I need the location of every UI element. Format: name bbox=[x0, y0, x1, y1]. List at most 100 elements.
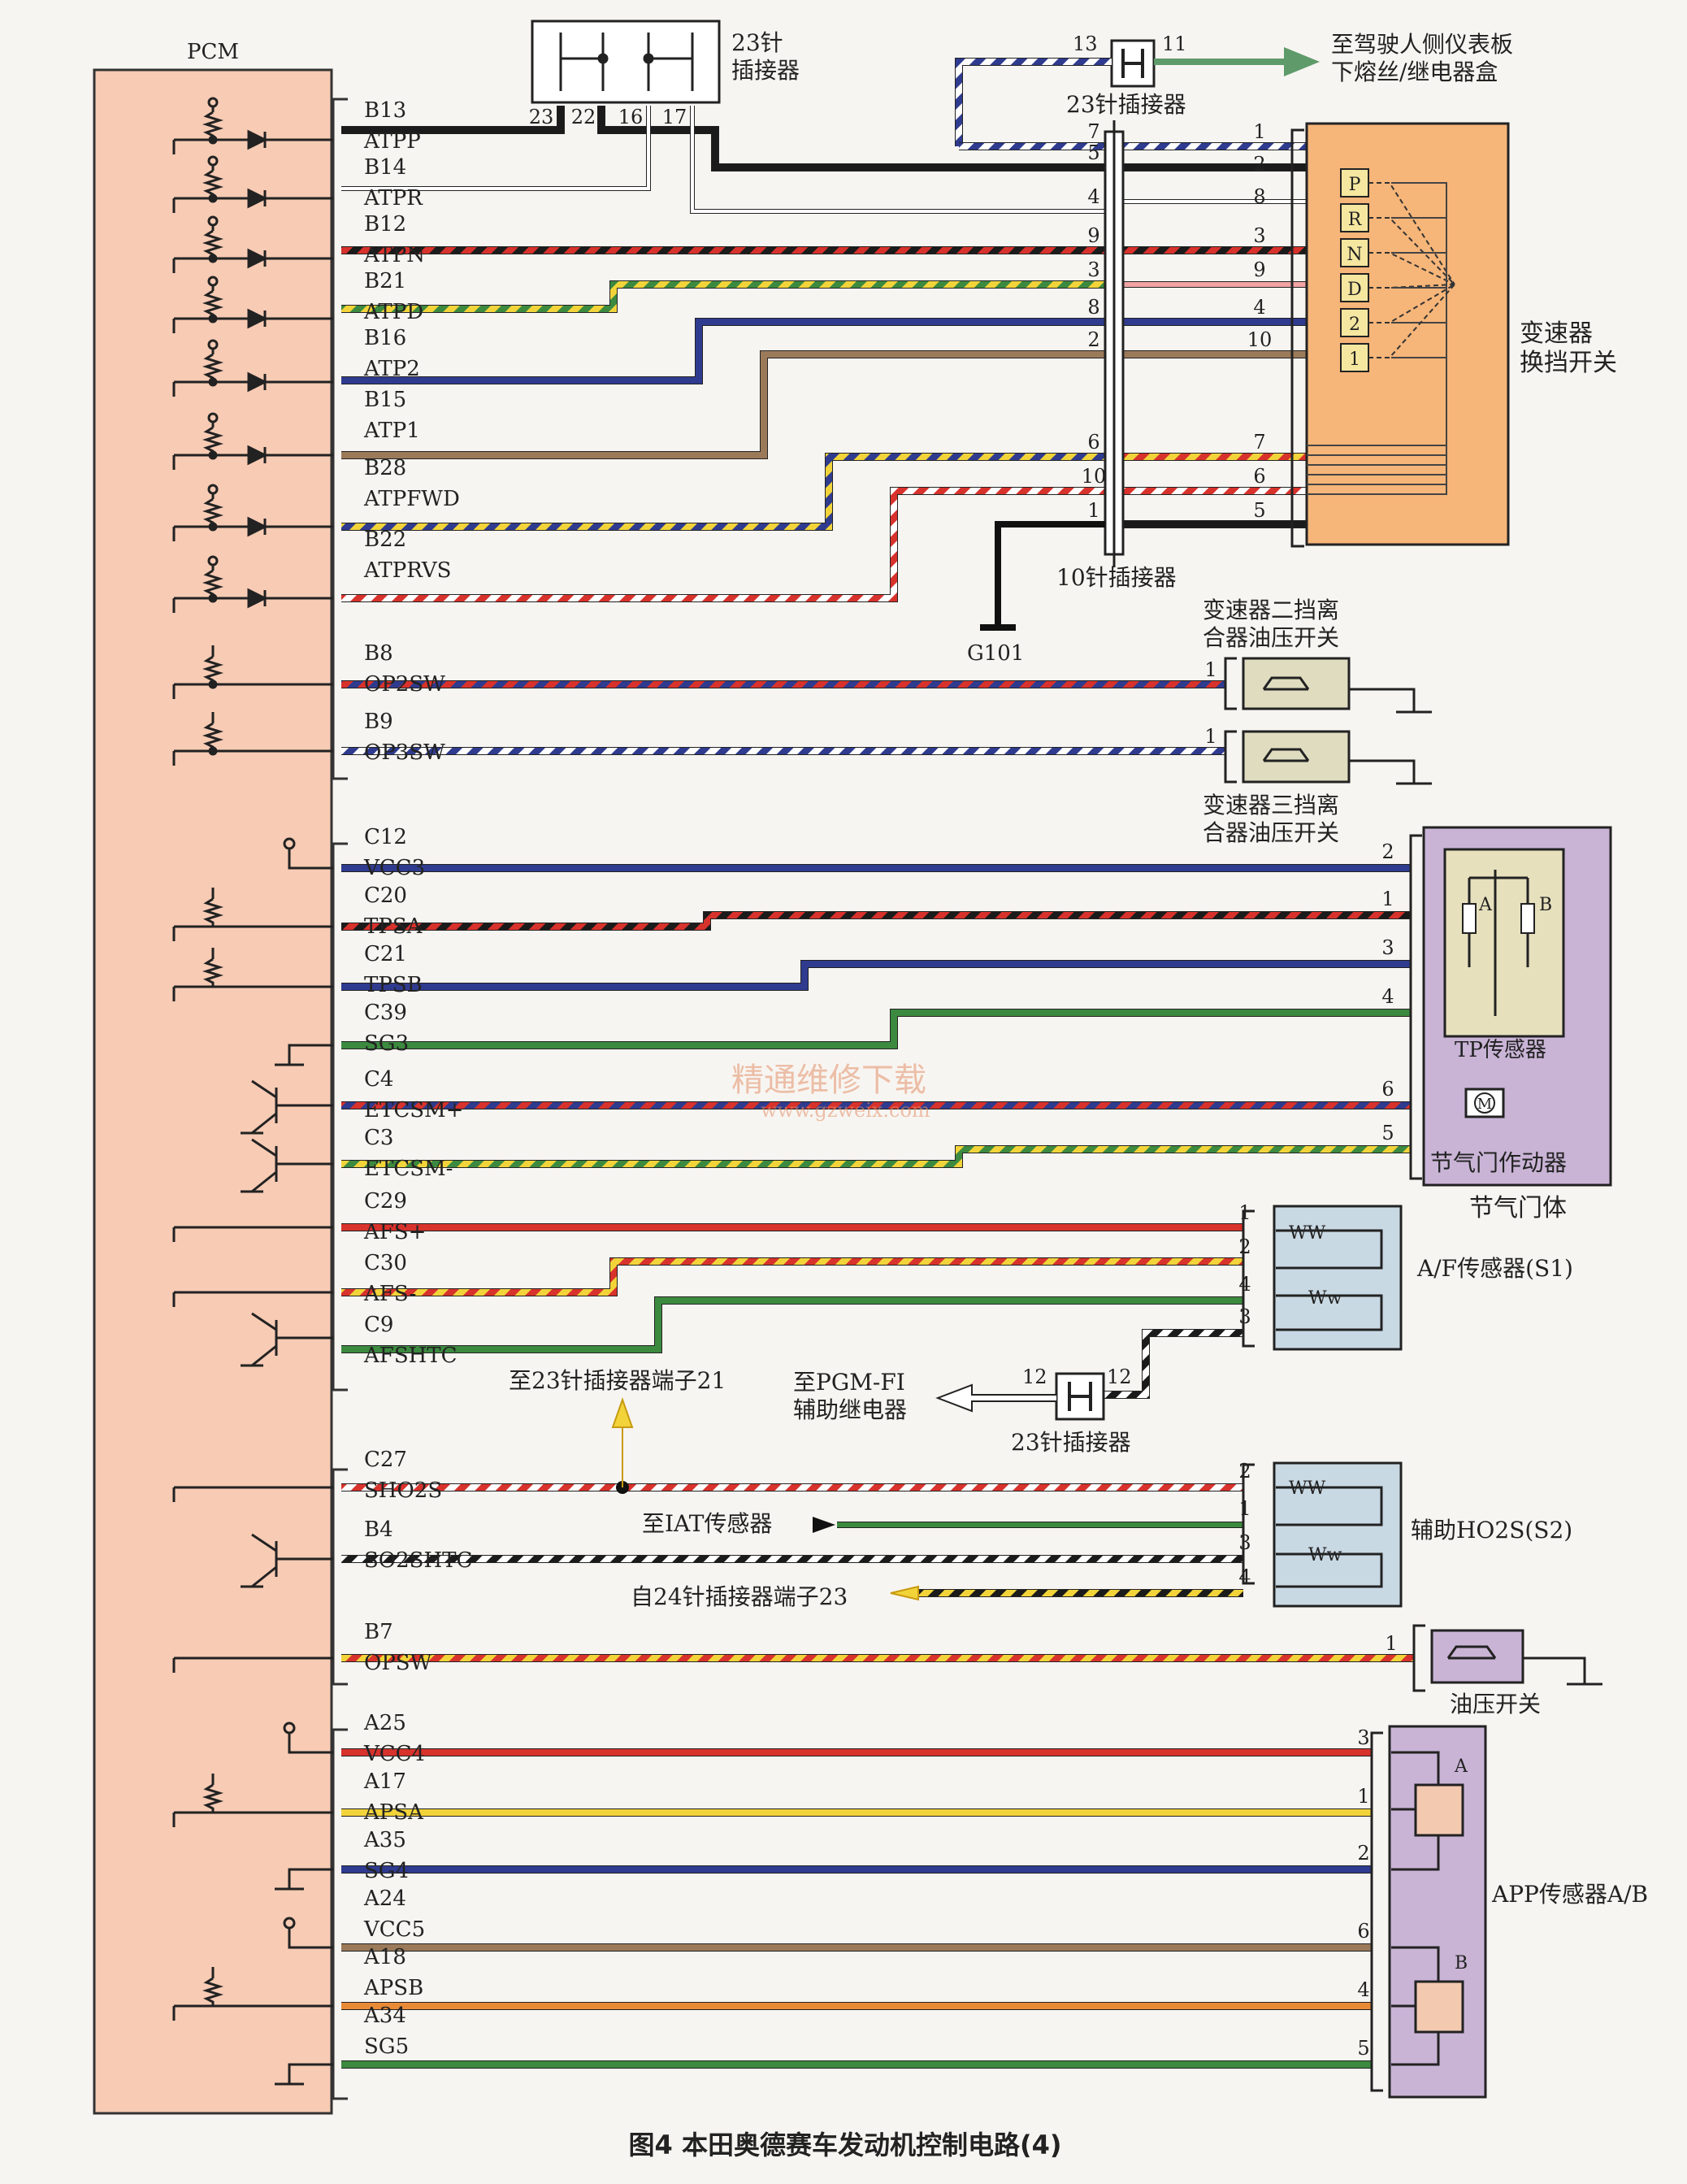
shift-position-r: R bbox=[1348, 210, 1363, 230]
shift-terminal: 8 bbox=[1253, 185, 1265, 208]
pin-a18: A18 bbox=[363, 1945, 406, 1969]
watermark-line2: www.gzweix.com bbox=[761, 1099, 930, 1122]
pcm-brackets bbox=[332, 98, 348, 2100]
pcm-junction bbox=[208, 314, 218, 323]
wire-b15-outline bbox=[341, 350, 1105, 459]
pcm-resistor-icon bbox=[202, 229, 224, 258]
pcm-junction bbox=[208, 522, 218, 532]
pcm-label: PCM bbox=[187, 40, 239, 64]
note-to-c23-21: 至23针插接器端子21 bbox=[509, 1367, 726, 1394]
shift-position-1: 1 bbox=[1349, 350, 1360, 370]
shift-switch-label: 变速器换挡开关 bbox=[1520, 319, 1617, 377]
signal-tpsa: TPSA bbox=[364, 914, 423, 939]
throttle-body: A B TP传感器 M 节气门作动器 节气门体 bbox=[1409, 826, 1612, 1222]
pin-b9: B9 bbox=[364, 710, 393, 734]
pcm-diode-icon bbox=[247, 308, 268, 329]
pcm-resistor-icon bbox=[202, 111, 224, 140]
pin-c12: C12 bbox=[364, 825, 407, 849]
c23-lower-pin-right: 12 bbox=[1107, 1366, 1132, 1388]
pin-b8: B8 bbox=[364, 641, 393, 666]
ho2s-terminal: 3 bbox=[1238, 1531, 1251, 1554]
c10-terminal: 10 bbox=[1082, 465, 1107, 488]
pcm-resistor-icon bbox=[202, 655, 224, 684]
wire-b28 bbox=[341, 454, 1105, 530]
shift-contact-line bbox=[1368, 284, 1455, 323]
pin-a34: A34 bbox=[363, 2004, 406, 2028]
shift-contact-line bbox=[1368, 284, 1455, 289]
throttle-actuator-label: 节气门作动器 bbox=[1430, 1149, 1567, 1176]
app-terminal: 3 bbox=[1357, 1726, 1369, 1749]
c23-upper-destination: 至驾驶人侧仪表板下熔丝/继电器盒 bbox=[1331, 31, 1513, 85]
pcm-circuit-line bbox=[172, 948, 333, 1001]
op2-label: 变速器二挡离合器油压开关 bbox=[1203, 597, 1339, 651]
wire-c30-outline bbox=[341, 1257, 1243, 1296]
app-sensor-label: APP传感器A/B bbox=[1491, 1881, 1648, 1908]
c10-terminal: 2 bbox=[1087, 328, 1099, 351]
c10-connector: 10针插接器 bbox=[1056, 120, 1177, 591]
signal-op3sw: OP3SW bbox=[364, 740, 445, 765]
wire-afs-heater bbox=[1104, 1330, 1243, 1398]
wire-b21 bbox=[341, 281, 1105, 312]
pin-c4: C4 bbox=[364, 1067, 393, 1092]
pcm-transistor-icon bbox=[241, 1079, 333, 1135]
pcm-ground-icon bbox=[275, 2063, 333, 2086]
pcm-resistor-icon bbox=[202, 169, 224, 198]
oil-pressure-switch: 油压开关 bbox=[1412, 1624, 1602, 1717]
pcm-ground-icon bbox=[275, 1044, 333, 1066]
pcm-terminal-dot bbox=[207, 155, 219, 167]
wire-c23-22 bbox=[598, 106, 1105, 171]
signal-vcc3: VCC3 bbox=[363, 856, 425, 880]
signal-opsw: OPSW bbox=[364, 1651, 432, 1675]
pcm-resistor-icon bbox=[202, 722, 224, 751]
c10-label: 10针插接器 bbox=[1056, 564, 1177, 591]
oil-switch-label: 油压开关 bbox=[1450, 1691, 1541, 1717]
signal-atpr: ATPR bbox=[363, 186, 423, 211]
note-to-iat: 至IAT传感器 bbox=[642, 1510, 772, 1537]
wire-c9-outline bbox=[341, 1296, 1243, 1353]
pcm-junction bbox=[208, 135, 218, 145]
pcm-diode-icon bbox=[247, 516, 268, 537]
signal-atpd: ATPD bbox=[363, 300, 423, 324]
pcm-resistor-icon bbox=[202, 569, 224, 598]
shift-position-2: 2 bbox=[1349, 315, 1360, 335]
pcm-resistor-icon bbox=[202, 957, 224, 987]
pcm-terminal-dot bbox=[207, 412, 219, 423]
signal-op2sw: OP2SW bbox=[364, 672, 445, 697]
app-terminal: 5 bbox=[1357, 2037, 1369, 2060]
pcm-circuit-line bbox=[172, 1291, 333, 1307]
c23-upper-pin-13: 13 bbox=[1073, 33, 1098, 55]
throttle-terminal: 2 bbox=[1381, 840, 1394, 863]
pcm-terminal-dot bbox=[207, 339, 219, 350]
shift-contact-line bbox=[1368, 284, 1455, 358]
signal-atpp: ATPP bbox=[363, 129, 421, 154]
pin-b4: B4 bbox=[364, 1518, 393, 1542]
shift-position-p: P bbox=[1349, 175, 1361, 195]
wire-b21-outline bbox=[341, 280, 1105, 313]
pin-a24: A24 bbox=[363, 1887, 406, 1911]
signal-sho2s: SHO2S bbox=[364, 1478, 442, 1503]
signal-apsb: APSB bbox=[363, 1976, 423, 2000]
op3-terminal: 1 bbox=[1204, 725, 1216, 748]
pin-b22: B22 bbox=[364, 528, 406, 552]
shift-terminal: 4 bbox=[1253, 296, 1265, 319]
throttle-terminal: 6 bbox=[1381, 1078, 1394, 1101]
pcm-internal-circuits bbox=[172, 97, 333, 2086]
shift-position-d: D bbox=[1347, 280, 1362, 300]
pin-b21: B21 bbox=[364, 269, 406, 293]
pcm-transistor-icon bbox=[241, 1533, 333, 1588]
pcm-junction bbox=[208, 377, 218, 387]
pin-b13: B13 bbox=[364, 98, 406, 123]
caption-block: 图4 本田奥德赛车发动机控制电路(4) bbox=[629, 2130, 1062, 2160]
pin-c21: C21 bbox=[364, 942, 407, 966]
app-terminal: 6 bbox=[1357, 1920, 1369, 1943]
app-label-b: B bbox=[1455, 1953, 1468, 1973]
pcm-junction bbox=[208, 450, 218, 460]
signal-so2shtc: SO2SHTC bbox=[364, 1548, 472, 1573]
wire-c23-13 bbox=[956, 59, 1112, 146]
tp-sensor-label: TP传感器 bbox=[1455, 1038, 1546, 1062]
pcm-diode-icon bbox=[247, 248, 268, 269]
c10-terminal: 6 bbox=[1087, 431, 1099, 454]
pin-c20: C20 bbox=[364, 884, 407, 908]
